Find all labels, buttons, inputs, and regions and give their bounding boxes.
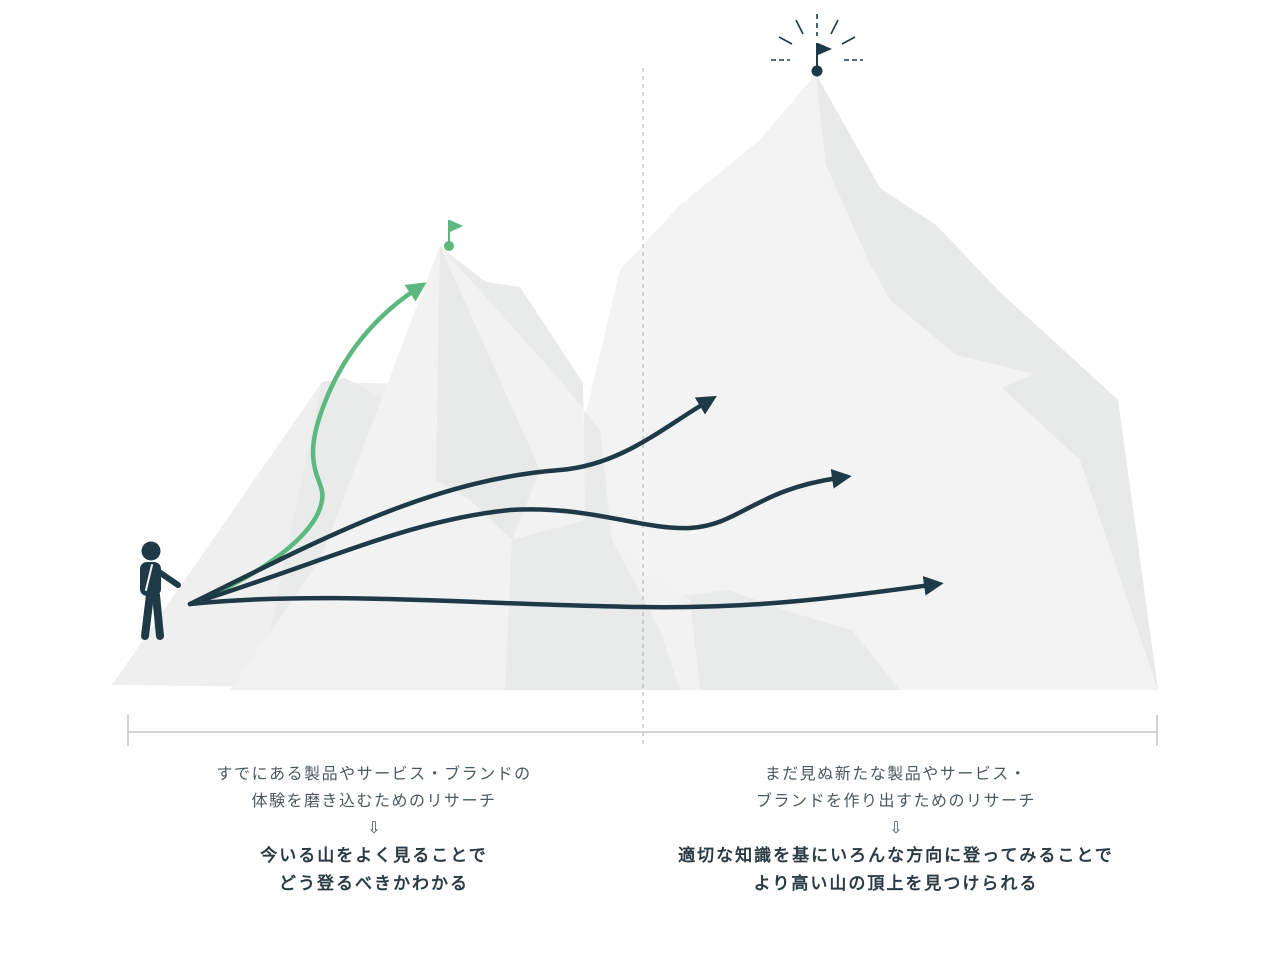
- down-arrow-icon: ⇩: [367, 818, 381, 837]
- down-arrow-icon: ⇩: [889, 818, 903, 837]
- paths: [187, 282, 944, 610]
- flag-icon: [444, 220, 463, 251]
- right-main-line2: より高い山の頂上を見つけられる: [753, 874, 1039, 894]
- arrow-lower: [187, 576, 944, 610]
- right-subtitle-line1: まだ見ぬ新たな製品やサービス・: [764, 764, 1028, 783]
- left-main-line2: どう登るべきかわかる: [279, 874, 469, 894]
- scale-bar: [127, 715, 1158, 746]
- arrow-upper: [187, 395, 717, 607]
- caption-existing-research: すでにある製品やサービス・ブランドの 体験を磨き込むためのリサーチ ⇩ 今いる山…: [94, 760, 654, 898]
- left-subtitle-line1: すでにある製品やサービス・ブランドの: [216, 764, 532, 783]
- small-mountain: [230, 246, 700, 690]
- left-main-line1: 今いる山をよく見ることで: [260, 846, 488, 866]
- caption-new-research: まだ見ぬ新たな製品やサービス・ ブランドを作り出すためのリサーチ ⇩ 適切な知識…: [616, 760, 1176, 898]
- right-subtitle-line2: ブランドを作り出すためのリサーチ: [755, 791, 1036, 810]
- left-subtitle-line2: 体験を磨き込むためのリサーチ: [251, 791, 497, 810]
- right-main-line1: 適切な知識を基にいろんな方向に登ってみることで: [678, 846, 1114, 866]
- arrow-green: [211, 282, 427, 597]
- arrow-middle: [187, 469, 852, 607]
- summit-flag-icon: [771, 14, 863, 77]
- hiker-icon: [140, 541, 181, 640]
